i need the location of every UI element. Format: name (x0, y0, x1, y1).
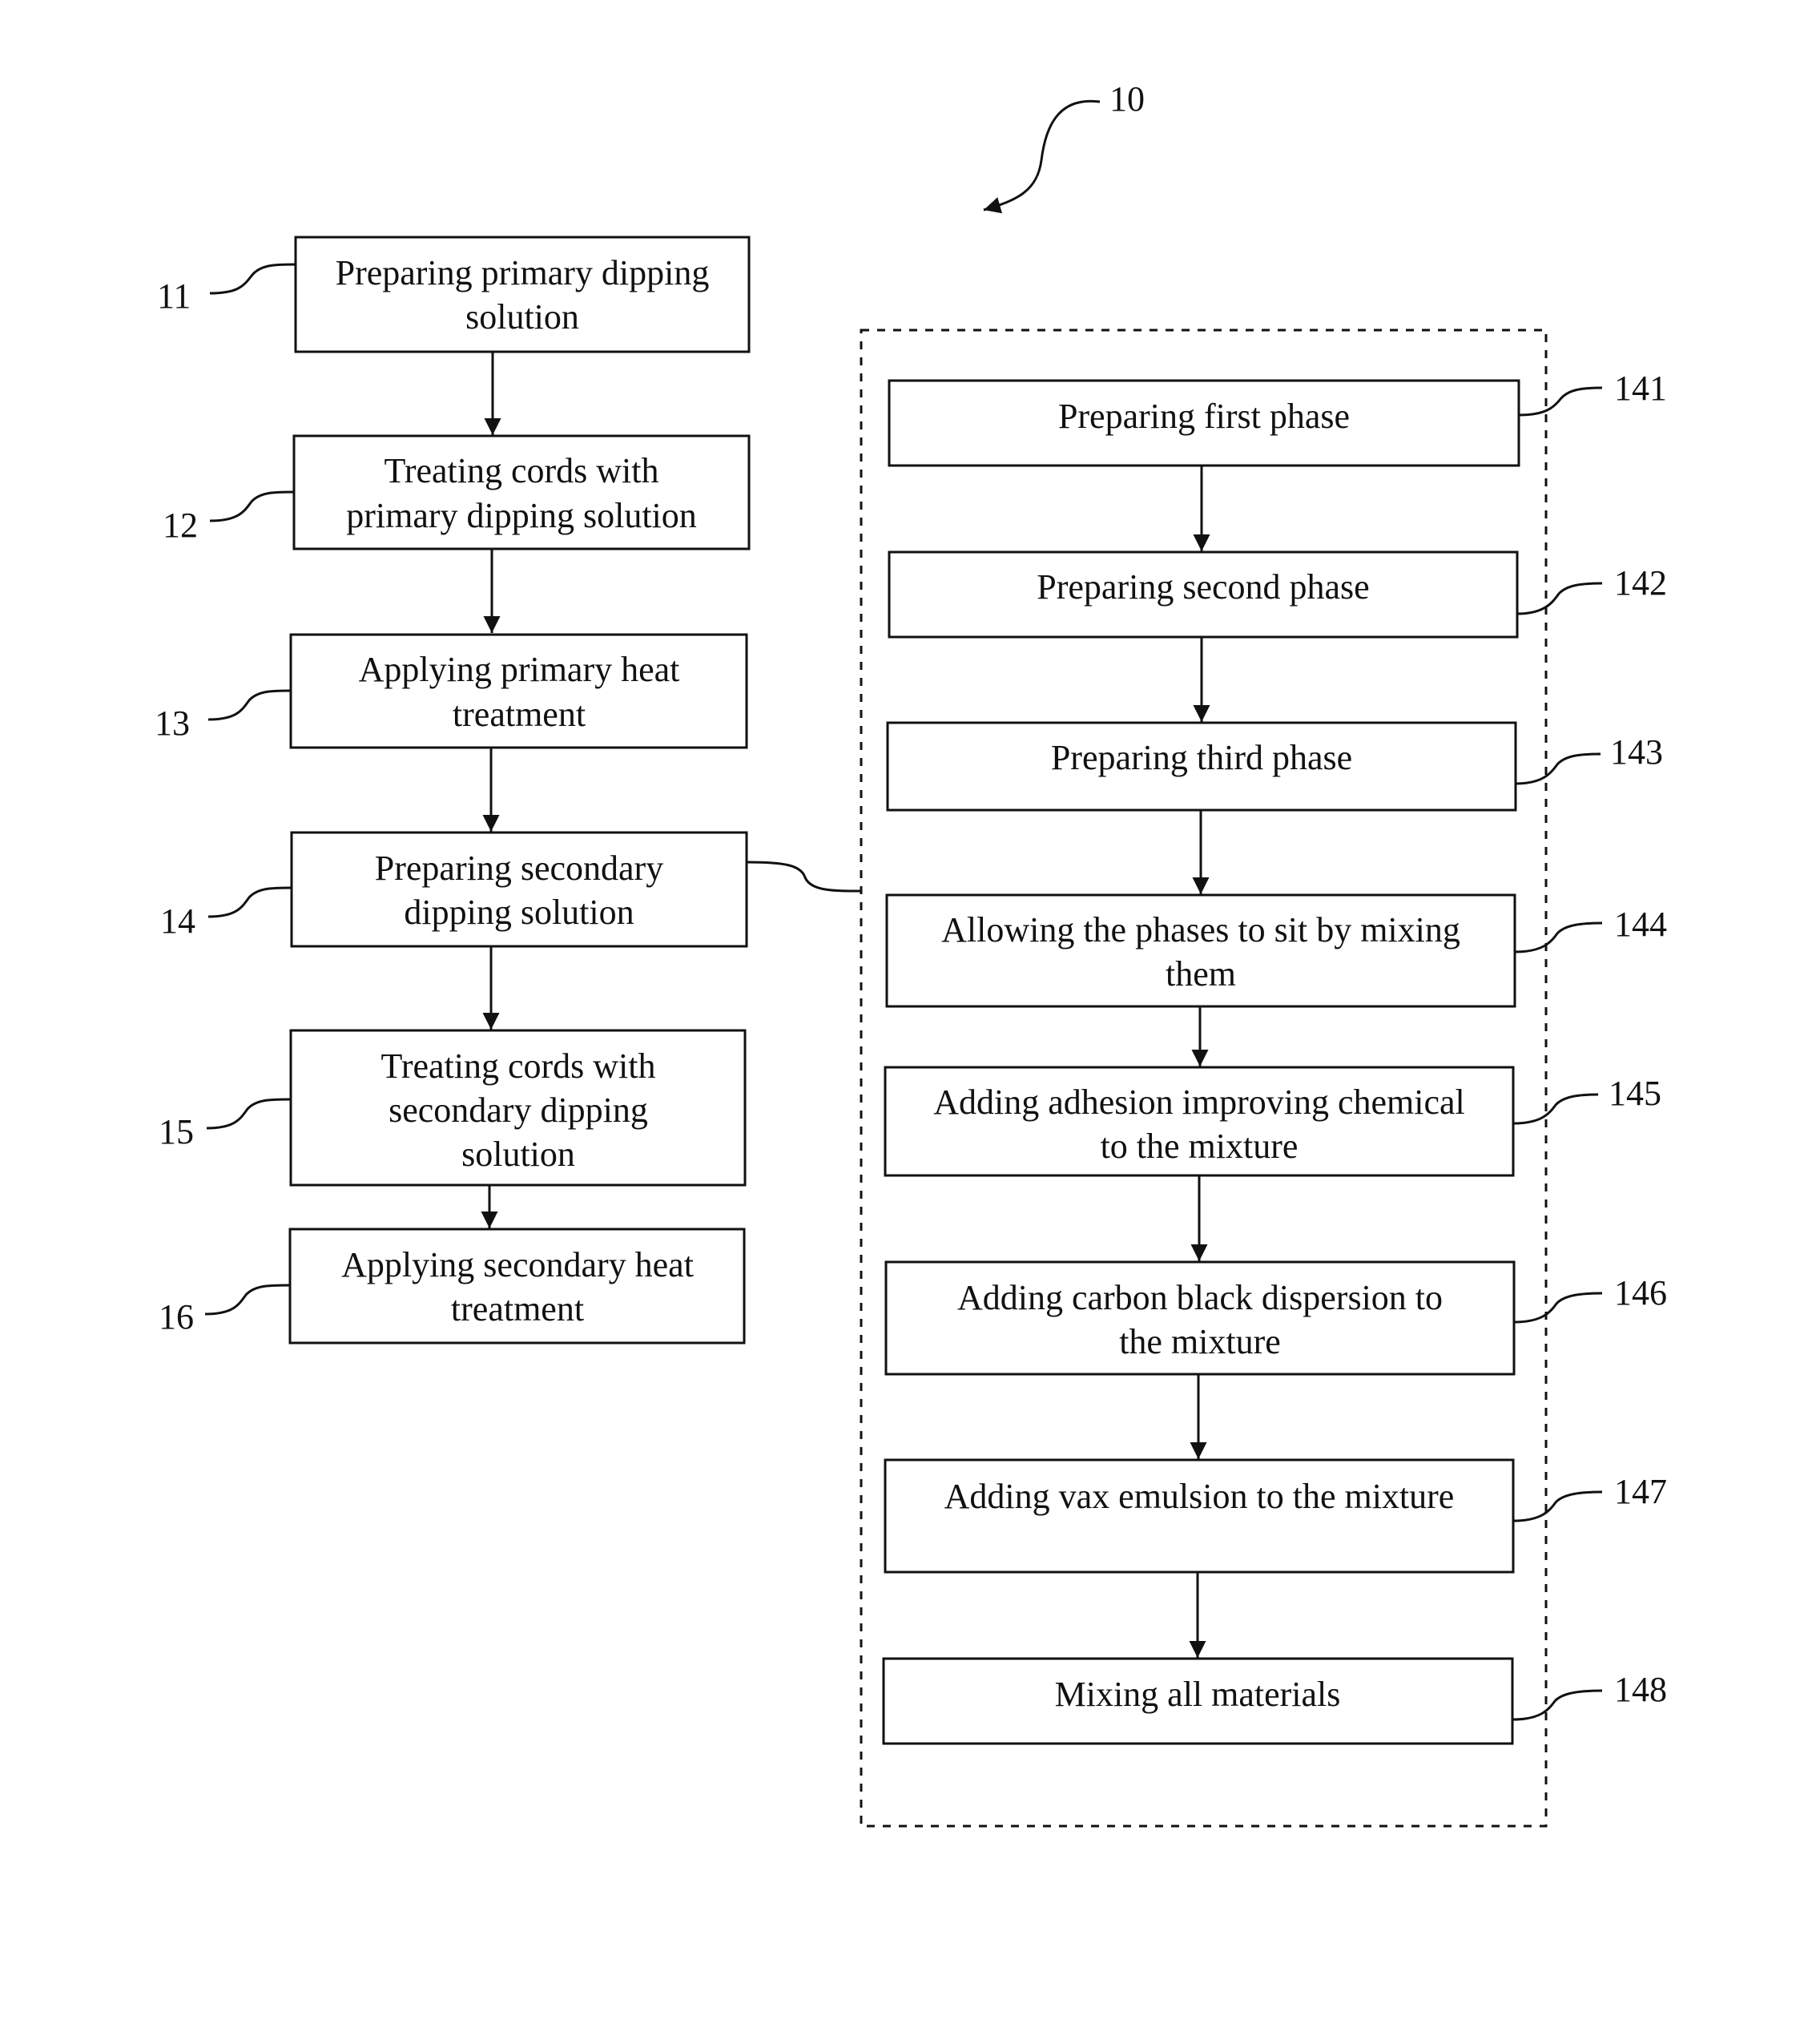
step-142: Preparing second phase 142 (889, 552, 1667, 637)
step-11: Preparing primary dipping solution 11 (157, 237, 749, 352)
step-13-ref: 13 (155, 704, 190, 743)
step-145-ref: 145 (1609, 1074, 1661, 1113)
step-11-ref: 11 (157, 276, 191, 316)
figure-reference-label: 10 (1109, 79, 1145, 119)
figure-reference: 10 (984, 79, 1145, 210)
step-145-text-line-1: Adding adhesion improving chemical (933, 1083, 1465, 1122)
step-146-leader (1514, 1293, 1602, 1322)
step-15-ref: 15 (159, 1112, 194, 1151)
figure-reference-leader (984, 101, 1100, 210)
step-144-text-line-2: them (1166, 954, 1236, 994)
step-12: Treating cords with primary dipping solu… (163, 436, 749, 549)
step-141: Preparing first phase 141 (889, 369, 1667, 466)
step-15-text-line-3: solution (461, 1135, 575, 1174)
step-12-text-line-2: primary dipping solution (346, 496, 697, 535)
step-148-text-line-1: Mixing all materials (1055, 1675, 1341, 1714)
step-147-ref: 147 (1614, 1472, 1667, 1511)
step-11-text-line-2: solution (465, 297, 579, 337)
step-142-text-line-1: Preparing second phase (1037, 567, 1369, 607)
step-146-ref: 146 (1614, 1273, 1667, 1312)
step-143-text-line-1: Preparing third phase (1051, 738, 1352, 777)
step-12-leader (210, 492, 294, 521)
step-145-leader (1513, 1095, 1598, 1123)
step-147: Adding vax emulsion to the mixture 147 (885, 1460, 1667, 1572)
step-15-text-line-1: Treating cords with (381, 1046, 655, 1086)
step-144-text-line-1: Allowing the phases to sit by mixing (941, 910, 1460, 949)
step-13-leader (208, 691, 291, 720)
step-146-text-line-2: the mixture (1119, 1322, 1281, 1361)
step-16-text-line-1: Applying secondary heat (341, 1245, 694, 1284)
step-146-text-line-1: Adding carbon black dispersion to (957, 1278, 1443, 1317)
step-141-text-line-1: Preparing first phase (1058, 397, 1350, 436)
step-16-text-line-2: treatment (451, 1289, 584, 1328)
step-14: Preparing secondary dipping solution 14 (160, 833, 747, 946)
step-144-ref: 144 (1614, 905, 1667, 944)
step-13-text-line-2: treatment (453, 695, 586, 734)
step-148: Mixing all materials 148 (884, 1659, 1667, 1744)
step-147-leader (1513, 1492, 1602, 1521)
step-142-leader (1517, 583, 1602, 614)
step-145-text-line-2: to the mixture (1101, 1127, 1299, 1166)
step-14-to-subprocess-connector (747, 862, 861, 891)
step-16-ref: 16 (159, 1297, 194, 1337)
step-16-leader (205, 1285, 290, 1314)
step-144: Allowing the phases to sit by mixing the… (887, 895, 1667, 1006)
step-14-text-line-2: dipping solution (404, 893, 634, 932)
step-15-text-line-2: secondary dipping (389, 1091, 648, 1130)
step-11-leader (210, 264, 296, 293)
step-141-ref: 141 (1614, 369, 1667, 408)
step-15-leader (207, 1099, 291, 1128)
step-142-ref: 142 (1614, 563, 1667, 603)
step-12-ref: 12 (163, 506, 198, 545)
left-column: Preparing primary dipping solution 11 Tr… (155, 237, 749, 1343)
step-148-ref: 148 (1614, 1670, 1667, 1709)
step-148-leader (1512, 1691, 1602, 1720)
step-146: Adding carbon black dispersion to the mi… (886, 1262, 1667, 1374)
step-143-leader (1516, 754, 1601, 784)
step-143-ref: 143 (1610, 732, 1663, 772)
step-11-text-line-1: Preparing primary dipping (336, 253, 710, 292)
step-13-text-line-1: Applying primary heat (359, 650, 680, 689)
step-14-text-line-1: Preparing secondary (375, 849, 663, 888)
right-column: Preparing first phase 141 Preparing seco… (884, 369, 1667, 1744)
step-14-ref: 14 (160, 901, 195, 941)
step-141-leader (1519, 388, 1602, 415)
step-144-leader (1515, 923, 1602, 952)
step-13: Applying primary heat treatment 13 (155, 635, 747, 748)
step-14-leader (208, 888, 292, 917)
step-15: Treating cords with secondary dipping so… (159, 1030, 745, 1185)
step-16: Applying secondary heat treatment 16 (159, 1229, 744, 1343)
step-147-text-line-1: Adding vax emulsion to the mixture (944, 1477, 1455, 1516)
step-12-text-line-1: Treating cords with (384, 451, 658, 490)
